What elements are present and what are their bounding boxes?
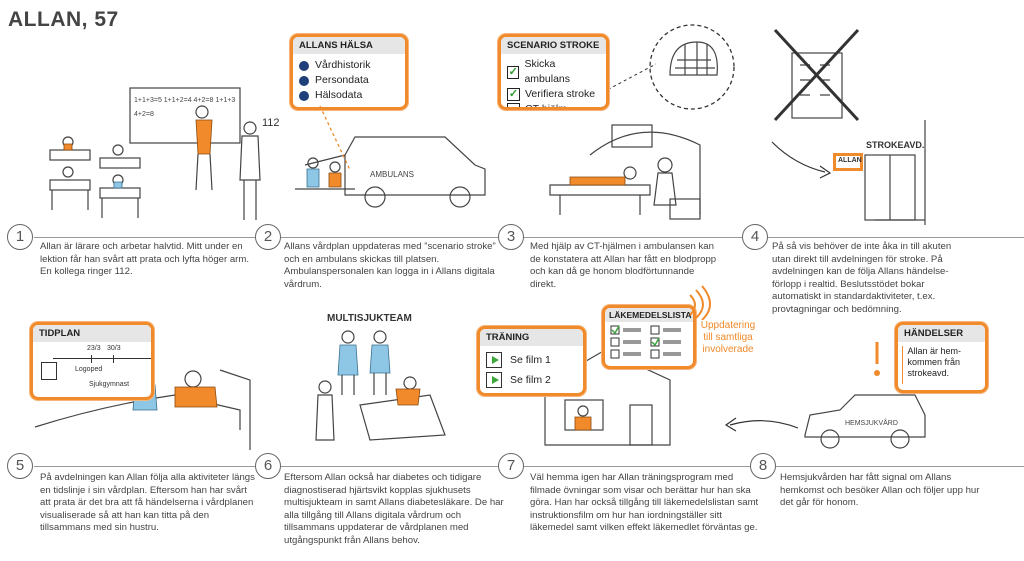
divider	[34, 237, 1024, 238]
ct-helmet-callout-icon	[649, 24, 735, 110]
video-item[interactable]: Se film 2	[486, 370, 577, 390]
step-number: 4	[742, 224, 768, 250]
step-description: Väl hemma igen har Allan träningsprogram…	[530, 472, 759, 534]
ambulance-screen-icon	[611, 124, 653, 148]
handelser-event[interactable]: Allan är hem-kommen från strokeavd.	[898, 342, 985, 384]
callout-connector	[319, 105, 351, 171]
step-description: Eftersom Allan också har diabetes och ti…	[284, 472, 504, 546]
item-label: Hälsodata	[315, 89, 363, 101]
play-icon[interactable]	[486, 372, 502, 388]
timeline-marker[interactable]	[91, 355, 92, 363]
timeline-date-2: 30/3	[107, 345, 121, 352]
ward-screen: ALLAN	[833, 153, 863, 171]
timeline-item-2: Sjukgymnast	[89, 381, 130, 388]
alert-icon	[874, 342, 880, 376]
ward-doors-illustration	[864, 120, 926, 225]
bullet-icon	[299, 60, 309, 71]
step-number: 8	[750, 453, 776, 479]
timeline-line	[53, 358, 151, 359]
step-number: 6	[255, 453, 281, 479]
svg-text:4+2=8: 4+2=8	[134, 111, 154, 118]
step-number: 1	[7, 224, 33, 250]
ambulance-illustration: AMBULANS	[295, 136, 486, 208]
bullet-icon	[299, 90, 309, 101]
signal-waves-icon	[689, 285, 711, 320]
event-bar	[902, 346, 904, 384]
step-description: Med hjälp av CT-hjälmen i ambulansen kan…	[530, 241, 717, 290]
card-list-item[interactable]: Persondata	[299, 73, 399, 88]
step-number: 7	[498, 453, 524, 479]
arrow-to-home	[724, 417, 799, 432]
checklist-item[interactable]: CT-hjälm	[507, 102, 600, 110]
traning-title: TRÄNING	[480, 329, 583, 346]
arrow-to-ward	[771, 141, 832, 179]
checklist-item[interactable]: ✓ Skicka ambulans	[507, 57, 600, 87]
video-item[interactable]: Se film 1	[486, 350, 577, 370]
step-description: Hemsjukvården har fått signal om Allans …	[780, 472, 980, 509]
item-label: Vårdhistorik	[315, 59, 371, 71]
traning-card[interactable]: TRÄNING Se film 1 Se film 2	[477, 326, 586, 396]
medication-checklist	[610, 325, 681, 359]
ward-screen-label: ALLAN	[838, 157, 862, 164]
step-number: 5	[7, 453, 33, 479]
divider	[34, 466, 1024, 467]
tidplan-card[interactable]: TIDPLAN 23/3 30/3 Logoped	[30, 322, 154, 400]
timeline-item-1: Logoped	[75, 366, 103, 373]
update-note: Uppdatering till samtliga involverade	[700, 320, 756, 355]
classroom-illustration: 1+1+3=5 1+1+2=4 4+2=8 1+1+3 4+2=8	[49, 87, 261, 220]
checklist-item[interactable]: ✓ Verifiera stroke	[507, 87, 600, 102]
multisjukteam-illustration	[315, 330, 446, 441]
ct-helmet-illustration	[549, 124, 701, 220]
home-illustration	[544, 349, 671, 446]
allans-halsa-title: ALLANS HÄLSA	[293, 37, 405, 54]
step-number: 3	[498, 224, 524, 250]
ambulance-label: AMBULANS	[370, 170, 414, 179]
home-care-car-illustration: HEMSJUKVÅRD	[804, 394, 926, 449]
page-title: ALLAN, 57	[8, 8, 119, 31]
tidplan-title: TIDPLAN	[33, 325, 151, 342]
item-label: Skicka ambulans	[524, 58, 570, 85]
step-description: Allan är lärare och arbetar halvtid. Mit…	[40, 241, 250, 278]
multisjukteam-label: MULTISJUKTEAM	[327, 313, 412, 324]
lakemedelslista-title: LÄKEMEDELSLISTA	[605, 308, 693, 322]
item-label: Se film 1	[510, 354, 551, 366]
step-description: Allans vårdplan uppdateras med ”scenario…	[284, 241, 496, 290]
scenario-stroke-title: SCENARIO STROKE	[501, 37, 606, 54]
allans-halsa-card[interactable]: ALLANS HÄLSA Vårdhistorik Persondata Häl…	[290, 34, 408, 110]
checked-box-icon[interactable]: ✓	[507, 88, 520, 101]
phone-number-label: 112	[262, 117, 280, 129]
lakemedelslista-card[interactable]: LÄKEMEDELSLISTA	[602, 305, 696, 369]
timeline-marker[interactable]	[113, 355, 114, 363]
strokeavd-label: STROKEAVD.	[866, 140, 925, 150]
blackboard-text: 1+1+3=5 1+1+2=4 4+2=8 1+1+3	[134, 97, 235, 104]
item-label: Verifiera stroke	[525, 88, 596, 100]
play-icon[interactable]	[486, 352, 502, 368]
checked-box-icon[interactable]: ✓	[507, 65, 520, 79]
hemsjukvard-label: HEMSJUKVÅRD	[845, 418, 898, 427]
step-number: 2	[255, 224, 281, 250]
empty-box-icon[interactable]	[507, 103, 520, 107]
scenario-stroke-card[interactable]: SCENARIO STROKE ✓ Skicka ambulans ✓ Verifi…	[498, 34, 609, 110]
card-list-item[interactable]: Vårdhistorik	[299, 58, 399, 73]
step-description: På så vis behöver de inte åka in till ak…	[772, 241, 952, 315]
item-label: Persondata	[315, 74, 369, 86]
patient-photo-icon	[41, 362, 57, 380]
crossed-hospital-icon	[773, 28, 860, 122]
card-list-item[interactable]: Hälsodata	[299, 88, 399, 103]
item-label: Se film 2	[510, 374, 551, 386]
handelser-title: HÄNDELSER	[898, 325, 985, 342]
bullet-icon	[299, 75, 309, 86]
timeline-date-1: 23/3	[87, 345, 101, 352]
item-label: CT-hjälm	[525, 103, 568, 110]
step-description: På avdelningen kan Allan följa alla akti…	[40, 472, 255, 534]
handelser-text: Allan är hem-kommen från strokeavd.	[907, 346, 961, 378]
handelser-card[interactable]: HÄNDELSER Allan är hem-kommen från strok…	[895, 322, 988, 393]
